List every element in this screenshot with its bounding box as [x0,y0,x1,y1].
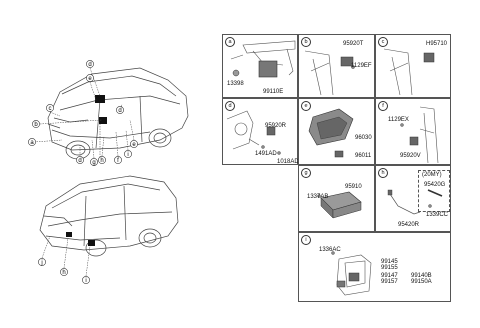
part-number: 1129EX [388,117,409,123]
part-number: 1337AB [307,194,329,200]
panel-e: e 96030 96011 [298,98,375,165]
callout-letter: g [92,160,95,166]
callout-letter: j [40,260,42,266]
part-number: 95920V [400,153,421,159]
rear-callouts [38,258,90,284]
callout-letter: a [30,140,34,146]
panel-i: i 1336AC 99145 99155 99147 99157 99140B … [298,232,451,302]
part-number: 95920R [265,123,287,129]
vehicle-overview: d e b a c d g h f i e d j h i [28,60,189,284]
part-number: 1129EF [351,63,372,69]
part-number: 99145 [381,259,398,265]
panel-h: h (20MY) 95420G 1339CC 95420R [375,165,451,232]
part-number: 99147 [381,273,398,279]
part-number: 99155 [381,265,398,271]
callout-letter: h [100,158,103,164]
front-module-marker [95,95,105,103]
panel-letter: a [225,37,235,47]
callout-letter: b [34,122,38,128]
panel-letter: d [225,101,235,111]
part-number: 95420R [398,222,420,228]
panel-b: b 95920T 1129EF [298,34,375,98]
rear-vehicle-drawing [39,175,179,257]
front-callouts [28,60,138,166]
part-number: 99150A [411,279,432,285]
part-number: 99110E [263,89,284,95]
front-vehicle-drawing [47,67,189,160]
panel-letter: b [301,37,311,47]
part-number: 95920T [343,41,364,47]
part-number: H95710 [426,41,448,47]
panel-c-drawing [383,48,435,96]
rear-module-marker [66,232,72,237]
part-number: 13398 [227,81,244,87]
callout-letter: d [118,108,121,114]
rear-module-marker [88,240,95,246]
callout-letter: h [62,270,65,276]
panel-f: f 1129EX 95920V [375,98,451,165]
panel-h-drawing [387,189,443,215]
panel-a-drawing [230,40,296,78]
callout-letter: c [49,106,52,112]
part-number: 95910 [345,184,362,190]
panel-letter: f [378,101,388,111]
panel-d-drawing [226,110,281,155]
part-number: 96030 [355,135,372,141]
panel-letter: i [301,235,311,245]
panel-e-drawing [308,108,354,158]
callout-letter: d [78,158,81,164]
part-number: 99140B [411,273,432,279]
part-number: 1336AC [319,247,341,253]
panel-letter: c [378,37,388,47]
variant-label: (20MY) [422,172,442,178]
panel-g-drawing [317,191,362,219]
panel-g: g 95910 1337AB [298,165,375,232]
panel-letter: e [301,101,311,111]
front-module-marker [99,117,107,124]
callout-letter: e [132,142,136,148]
part-number: 1018AD [277,159,299,165]
callout-letter: i [127,152,128,158]
panel-d: d 95920R 1491AD 1018AD [222,98,299,165]
part-number: 96011 [355,153,372,159]
panel-i-drawing [331,251,372,296]
part-number: 1491AD [255,151,277,157]
panel-a: a 13398 99110E [222,34,298,98]
panel-c: c H95710 [375,34,451,98]
callout-letter: i [85,278,86,284]
variant-box [418,170,450,212]
part-number: 1339CC [426,212,449,218]
panel-letter: g [301,168,311,178]
callout-letter: e [88,76,92,82]
panel-f-drawing [400,106,439,164]
callout-letter: d [88,62,91,68]
callout-letter: f [117,158,119,164]
panel-letter: h [378,168,388,178]
panel-b-drawing [304,50,355,96]
part-number: 99157 [381,279,398,285]
part-number: 95420G [424,182,446,188]
